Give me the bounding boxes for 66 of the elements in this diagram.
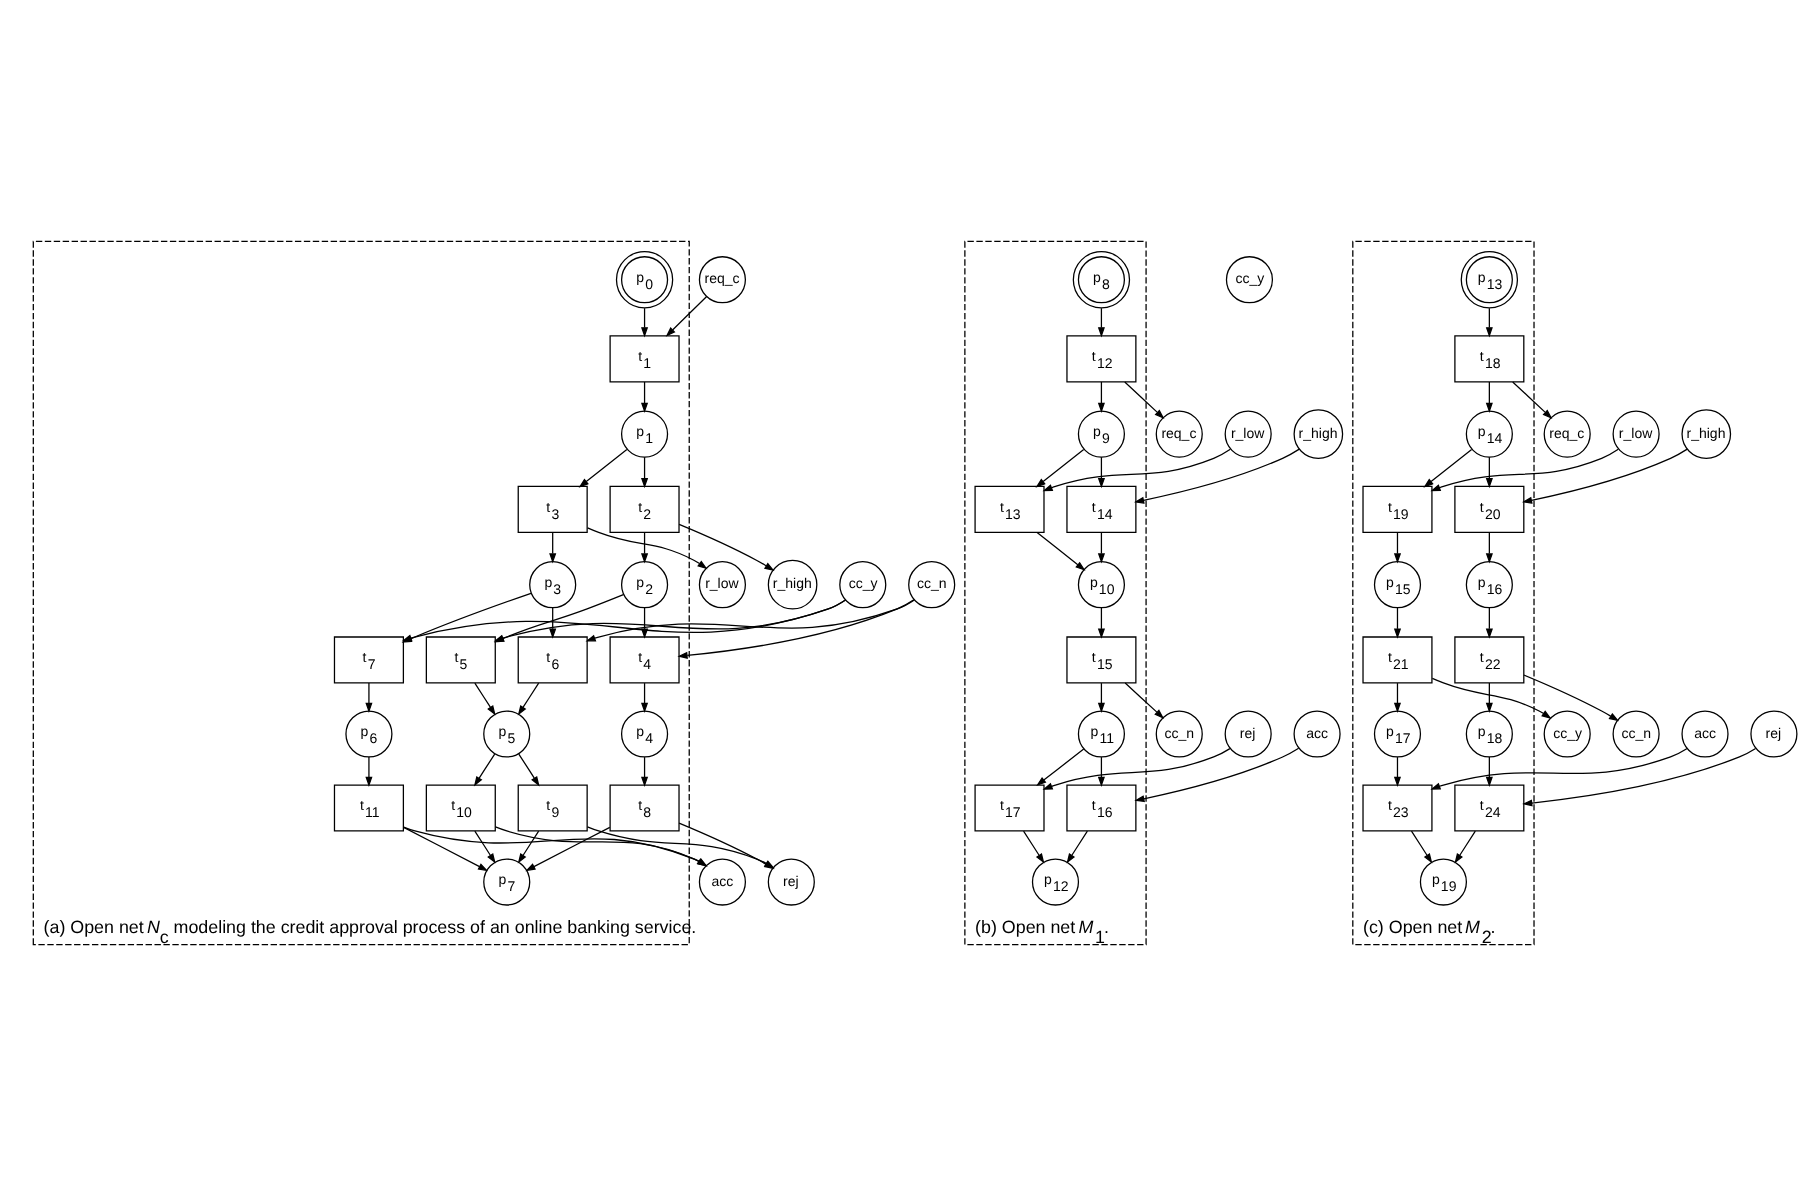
arrow [473,682,495,716]
arrow [1392,607,1401,639]
arrow [1484,756,1492,787]
arrow [1429,747,1687,790]
arrow [548,607,556,639]
arrow [1522,674,1619,722]
arrow [524,826,610,872]
arrow [1034,448,1084,488]
arrow [1484,682,1492,713]
arrow [493,826,707,867]
arrow [640,381,648,413]
arrow [640,307,648,338]
arrow [516,682,539,716]
arrow [1096,682,1104,713]
arrow [1096,531,1104,564]
arrow [1035,748,1084,787]
arrow [1096,607,1104,639]
arrow [364,682,372,713]
arrow [1096,381,1104,413]
arrow [677,523,774,571]
arrow [1392,756,1401,787]
arrow [1392,531,1401,564]
arrow [1409,830,1432,864]
arrow [516,830,539,864]
arrow [1520,448,1687,504]
arrow [364,756,372,787]
arrow [1521,747,1756,807]
arrow [1035,531,1085,571]
arrow [640,456,648,489]
arrow [1484,607,1492,639]
arrow [1096,756,1104,787]
arrow [1041,747,1230,790]
arrow [585,527,707,570]
arrow [401,826,707,867]
arrow [1484,531,1492,564]
arrow [1453,830,1475,864]
arrow [1132,448,1299,504]
arrow [517,753,539,787]
arrow [577,448,627,488]
arrow [472,753,495,787]
arrow [1041,448,1230,492]
arrow [1123,381,1164,420]
arrow [1484,381,1492,413]
arrow [664,295,707,337]
arrow [1392,682,1401,713]
arrow [640,756,648,787]
arrow [1133,747,1299,803]
arrow [1484,307,1492,338]
arrow [473,830,495,864]
arrow [402,826,488,872]
arrow [1096,456,1104,489]
arrow [1430,677,1551,719]
arrow [640,682,648,713]
arrow [1123,682,1164,719]
arrow [1511,381,1552,420]
arrow [1484,456,1492,489]
arrow [1422,448,1472,488]
arrow [640,531,648,564]
arrow [585,826,774,869]
arrow [677,822,774,870]
arrow [548,531,556,564]
arrow [676,599,914,659]
arrow [1021,830,1044,864]
arrow [1096,307,1104,338]
arrow [1429,448,1618,492]
arrow [1065,830,1088,864]
